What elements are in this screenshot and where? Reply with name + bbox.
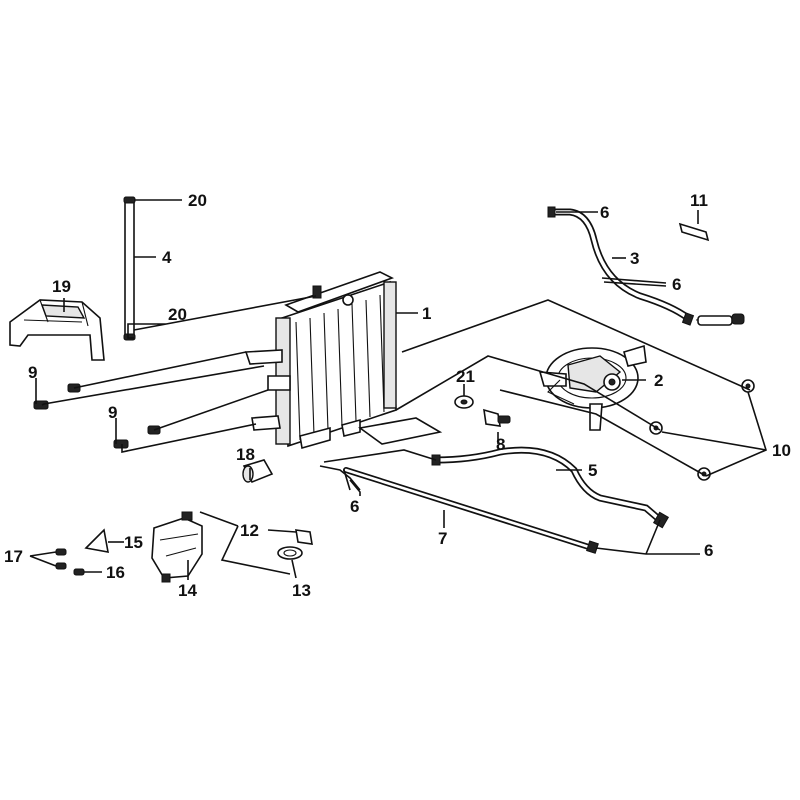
bracket-part xyxy=(84,528,109,553)
callout-4: 4 xyxy=(162,248,172,267)
callout-3: 3 xyxy=(630,249,639,268)
callout-16: 18 xyxy=(236,445,255,464)
callout-12: 12 xyxy=(240,521,259,540)
hose-upper-part xyxy=(547,206,745,326)
leader-lines xyxy=(29,199,767,580)
callout-9-upper: 9 xyxy=(28,363,37,382)
sensor-part xyxy=(454,395,511,427)
fan-part xyxy=(538,344,647,431)
callout-2: 2 xyxy=(654,371,663,390)
hose-lower-part xyxy=(431,446,670,529)
reservoir-part xyxy=(151,511,203,583)
screws-part xyxy=(55,548,85,576)
bolts-9-part xyxy=(33,383,161,449)
callout-17: 17 xyxy=(4,547,23,566)
clip-part xyxy=(678,222,710,242)
callout-6-under-radiator: 6 xyxy=(350,497,359,516)
callout-6-top: 6 xyxy=(600,203,609,222)
rod-part xyxy=(123,196,136,341)
callout-6-right: 6 xyxy=(672,275,681,294)
callout-11: 11 xyxy=(690,191,708,210)
callout-18: 16 xyxy=(106,563,125,582)
plate-part xyxy=(358,417,443,445)
callout-19: 19 xyxy=(52,277,71,296)
callout-15: 15 xyxy=(124,533,143,552)
callout-20-top: 20 xyxy=(188,191,207,210)
bolts-10-part xyxy=(649,379,755,481)
callout-20-bottom: 20 xyxy=(168,305,187,324)
callout-6-bottom-right: 6 xyxy=(704,541,713,560)
callout-21: 21 xyxy=(456,367,475,386)
callout-5: 5 xyxy=(588,461,597,480)
callout-7: 7 xyxy=(438,529,447,548)
radiator-part xyxy=(244,271,397,450)
cap-part xyxy=(277,529,313,560)
cover-part xyxy=(9,299,105,361)
callout-1: 1 xyxy=(422,304,431,323)
callout-8: 8 xyxy=(496,435,505,454)
hose-straight-part xyxy=(343,467,599,554)
callout-13: 13 xyxy=(292,581,311,600)
callout-10: 10 xyxy=(772,441,791,460)
callout-14: 14 xyxy=(178,581,197,600)
callouts: 20 4 20 19 1 9 9 18 21 8 6 5 7 6 6 3 6 1… xyxy=(4,191,791,600)
callout-9-lower: 9 xyxy=(108,403,117,422)
